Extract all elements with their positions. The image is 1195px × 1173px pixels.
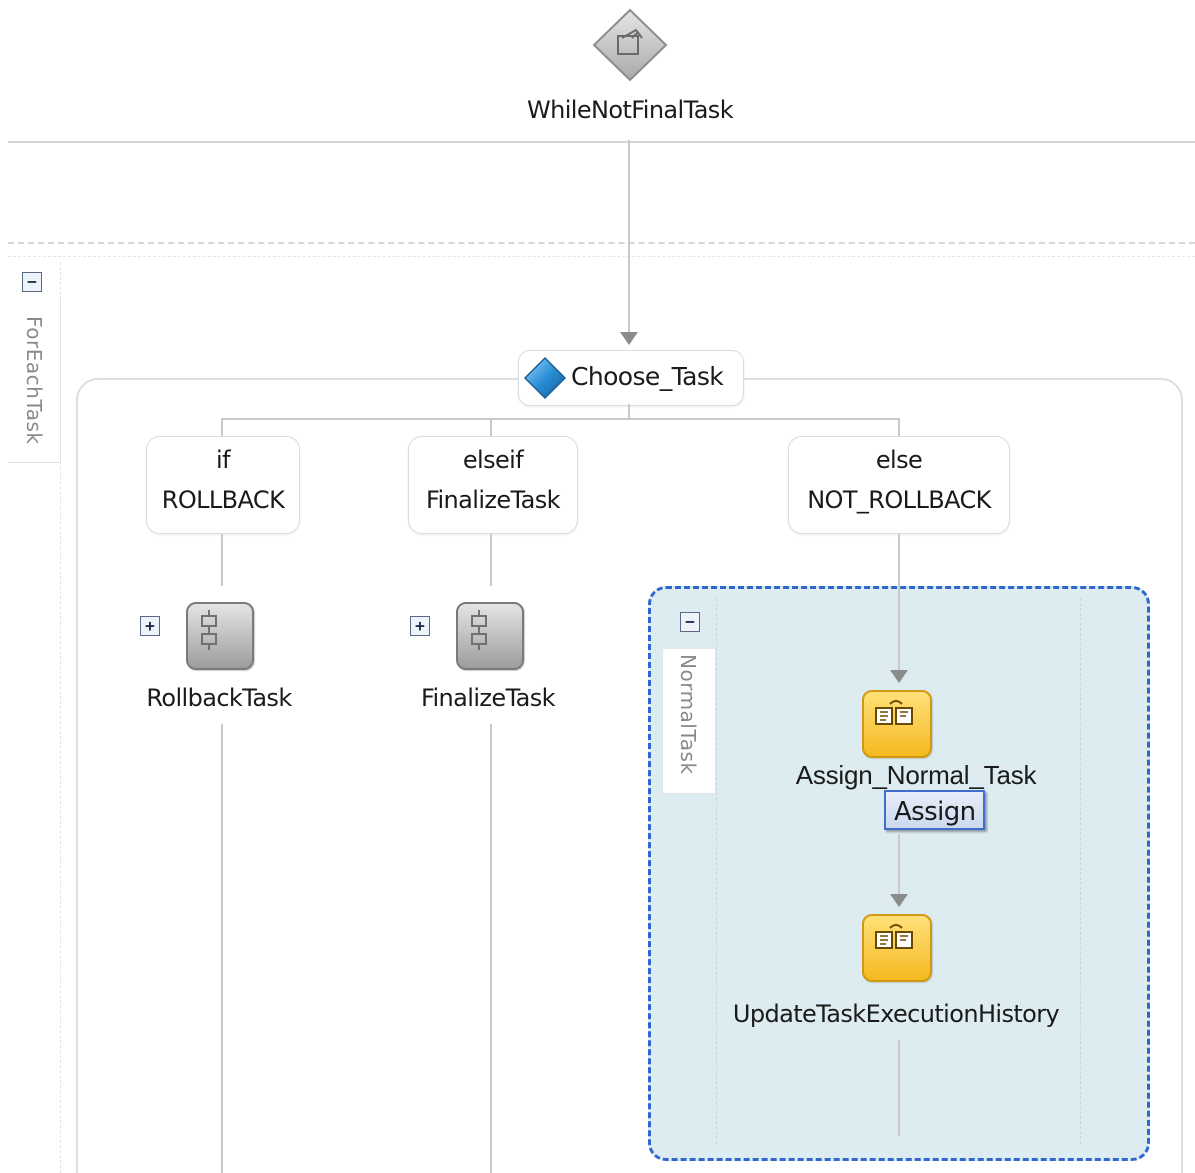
- dashed-divider-2: [8, 256, 1195, 257]
- case-if[interactable]: if ROLLBACK: [146, 436, 300, 534]
- scope-border: [60, 262, 61, 1173]
- assign-normal-task-label: Assign_Normal_Task: [795, 760, 1037, 790]
- finalize-task-label: FinalizeTask: [421, 684, 556, 712]
- assign-icon: [875, 700, 913, 725]
- connector-line: [490, 534, 492, 586]
- case-keyword: else: [875, 446, 923, 474]
- connector-line: [490, 724, 492, 1173]
- connector-line: [898, 534, 900, 670]
- case-condition: NOT_ROLLBACK: [807, 486, 991, 514]
- finalize-sequence-icon[interactable]: [456, 602, 524, 670]
- sequence-icon: [471, 610, 487, 650]
- sequence-title-tab: [662, 648, 716, 794]
- case-condition: ROLLBACK: [161, 486, 285, 514]
- connector-line: [898, 1040, 900, 1136]
- sequence-inner-guide: [1080, 598, 1081, 1144]
- connector-line: [221, 418, 223, 438]
- sequence-title-label: NormalTask: [676, 654, 700, 775]
- branch-connector: [221, 418, 900, 420]
- case-keyword: elseif: [462, 446, 524, 474]
- connector-line: [490, 418, 492, 438]
- sequence-icon: [201, 610, 217, 650]
- arrow-down-icon: [890, 670, 908, 683]
- connector-line: [221, 534, 223, 586]
- sequence-inner-guide: [716, 598, 717, 1144]
- rollback-sequence-icon[interactable]: [186, 602, 254, 670]
- scope-collapse-toggle[interactable]: −: [22, 272, 42, 292]
- connector-line: [898, 418, 900, 438]
- update-history-label: UpdateTaskExecutionHistory: [732, 1000, 1060, 1028]
- case-keyword: if: [216, 446, 231, 474]
- dashed-divider: [8, 242, 1195, 244]
- switch-diamond-icon: [523, 356, 567, 400]
- sequence-collapse-toggle[interactable]: −: [680, 612, 700, 632]
- connector-line: [221, 724, 223, 1173]
- connector-line: [898, 834, 900, 894]
- switch-activity-label: Choose_Task: [571, 362, 724, 391]
- case-elseif[interactable]: elseif FinalizeTask: [408, 436, 578, 534]
- assign-icon: [875, 924, 913, 949]
- assign-normal-task-icon[interactable]: [862, 690, 932, 758]
- scope-title-label: ForEachTask: [22, 316, 46, 445]
- while-activity-label: WhileNotFinalTask: [527, 96, 734, 124]
- expand-toggle[interactable]: +: [140, 616, 160, 636]
- arrow-down-icon: [890, 894, 908, 907]
- while-activity-icon[interactable]: [592, 8, 668, 82]
- case-condition: FinalizeTask: [426, 486, 561, 514]
- switch-activity-header[interactable]: Choose_Task: [518, 350, 744, 406]
- expand-toggle[interactable]: +: [410, 616, 430, 636]
- connector-line: [628, 140, 630, 336]
- connector-line: [628, 404, 630, 420]
- case-else[interactable]: else NOT_ROLLBACK: [788, 436, 1010, 534]
- tooltip: Assign: [884, 790, 986, 830]
- rollback-task-label: RollbackTask: [146, 684, 292, 712]
- arrow-down-icon: [620, 332, 638, 345]
- divider-line: [8, 141, 1195, 143]
- while-diamond-icon: [592, 8, 668, 82]
- update-history-icon[interactable]: [862, 914, 932, 982]
